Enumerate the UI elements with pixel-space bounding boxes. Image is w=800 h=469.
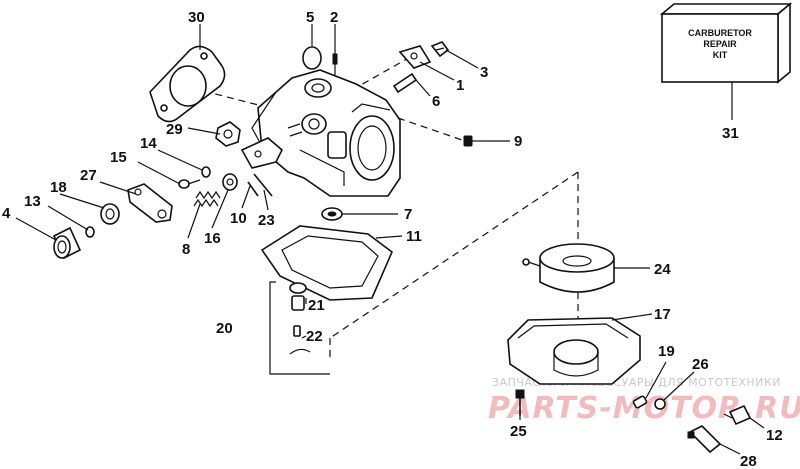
callout-28: 28 — [740, 453, 757, 469]
part-15-screw — [178, 179, 201, 189]
callout-4: 4 — [2, 205, 11, 222]
part-30-flange-gasket — [149, 45, 226, 123]
callout-16: 16 — [204, 230, 221, 247]
part-21-needle-seat — [289, 282, 307, 311]
part-11-bowl-gasket — [260, 225, 393, 301]
callout-21: 21 — [308, 297, 325, 314]
leader-lines — [15, 24, 765, 455]
part-2-small-screw — [332, 53, 338, 76]
kit-label-line-2: REPAIR — [703, 39, 737, 49]
part-7-washer — [321, 207, 343, 221]
callout-2: 2 — [330, 9, 338, 26]
part-10-pin — [247, 181, 259, 197]
part-31-carburetor-repair-kit: CARBURETOR REPAIR KIT — [659, 2, 793, 84]
part-29-nut — [215, 121, 241, 147]
part-carburetor-body — [240, 69, 401, 197]
kit-label-line-3: KIT — [713, 50, 728, 60]
callout-26: 26 — [692, 356, 709, 373]
callout-labels: 30 5 2 3 1 6 9 29 14 15 27 18 13 4 8 16 … — [2, 9, 783, 469]
part-14-washer — [201, 166, 211, 178]
callout-19: 19 — [658, 343, 675, 360]
callout-29: 29 — [166, 121, 183, 138]
part-22-needle — [289, 325, 311, 355]
callout-1: 1 — [456, 77, 464, 94]
callout-11: 11 — [406, 228, 422, 245]
callout-22: 22 — [306, 328, 323, 345]
callout-18: 18 — [50, 179, 67, 196]
callout-14: 14 — [140, 135, 157, 152]
part-17-float-bowl — [507, 317, 641, 385]
callout-13: 13 — [24, 193, 41, 210]
part-6-pin — [392, 72, 418, 94]
watermark: ЗАПЧАСТИ И АКСЕССУАРЫ ДЛЯ МОТОТЕХНИКИ PA… — [488, 376, 800, 426]
callout-9: 9 — [514, 133, 522, 150]
callout-24: 24 — [654, 261, 671, 278]
callout-30: 30 — [188, 9, 205, 26]
part-18-bushing — [100, 203, 120, 225]
callout-8: 8 — [182, 241, 190, 258]
callout-3: 3 — [480, 64, 488, 81]
part-3-screw — [430, 41, 450, 58]
part-20-needle-group — [269, 281, 330, 375]
part-24-float — [522, 243, 615, 293]
part-5-plug — [302, 46, 322, 70]
callout-15: 15 — [110, 149, 127, 166]
callout-10: 10 — [230, 210, 247, 227]
callout-25: 25 — [510, 423, 527, 440]
part-27-throttle-lever — [127, 183, 173, 223]
part-28-fitting — [687, 425, 722, 454]
part-8-spring — [193, 190, 221, 208]
callout-7: 7 — [404, 206, 412, 223]
callout-31: 31 — [722, 125, 739, 142]
part-4-sleeve — [52, 226, 82, 260]
callout-12: 12 — [766, 427, 783, 444]
part-1-bracket — [398, 45, 432, 69]
part-13-small-ball — [85, 226, 95, 238]
part-26-washer — [654, 398, 666, 410]
part-23-pin — [253, 173, 273, 197]
callout-20: 20 — [216, 320, 233, 337]
callout-27: 27 — [80, 167, 97, 184]
part-9-screw — [463, 135, 484, 147]
part-25-bolt — [515, 389, 525, 416]
part-16-washer — [222, 173, 238, 191]
callout-6: 6 — [432, 93, 440, 110]
part-19-main-jet — [632, 395, 648, 409]
callout-17: 17 — [654, 306, 671, 323]
callout-5: 5 — [306, 9, 314, 26]
kit-label-line-1: CARBURETOR — [688, 28, 752, 38]
callout-23: 23 — [258, 212, 275, 229]
